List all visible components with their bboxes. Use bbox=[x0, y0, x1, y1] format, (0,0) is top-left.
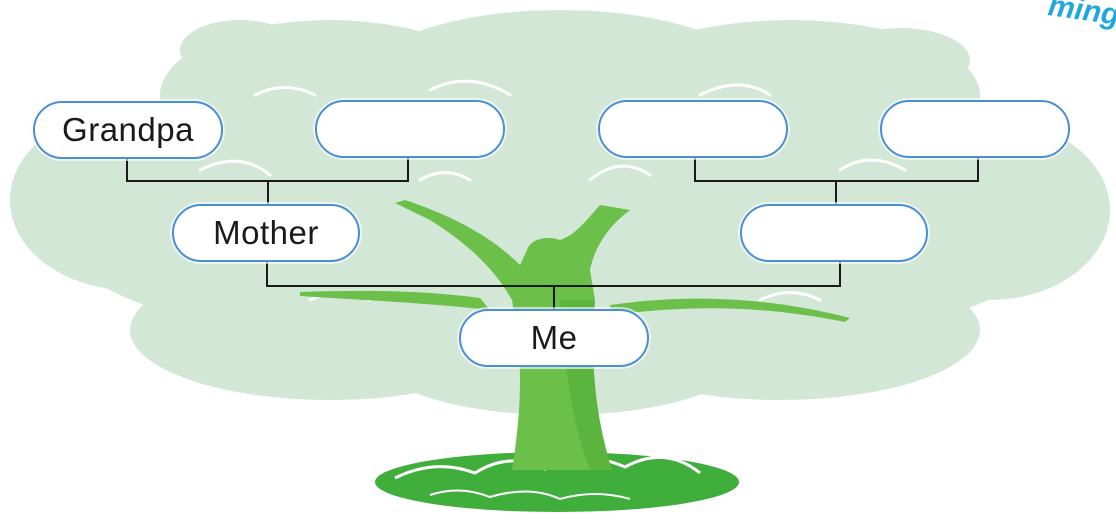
node-grandparent-4 bbox=[880, 100, 1070, 158]
node-grandparent-2 bbox=[315, 100, 505, 158]
node-mother: Mother bbox=[172, 204, 360, 262]
connector-lines bbox=[126, 158, 979, 310]
node-me: Me bbox=[459, 309, 649, 367]
node-parent-2 bbox=[740, 204, 928, 262]
node-grandpa: Grandpa bbox=[33, 101, 223, 159]
tree-trunk bbox=[300, 200, 850, 470]
node-grandparent-3 bbox=[598, 100, 788, 158]
